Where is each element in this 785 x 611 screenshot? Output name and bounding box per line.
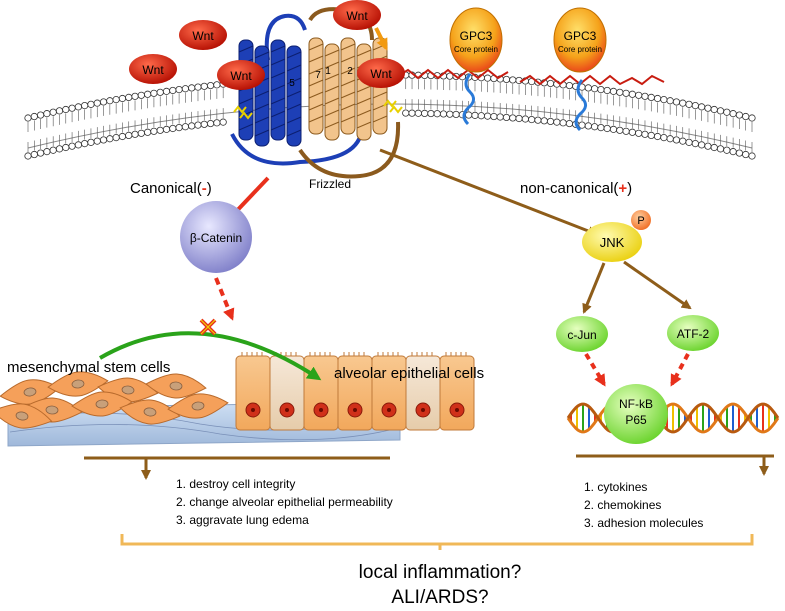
nfkb-line2: P65 — [625, 413, 647, 427]
msc-cell — [71, 391, 133, 417]
right-effect-item: 2. chemokines — [584, 498, 661, 512]
svg-text:Wnt: Wnt — [192, 29, 214, 43]
right-effect-item: 3. adhesion molecules — [584, 516, 703, 530]
right-effect-bar — [576, 454, 774, 476]
arrow-jnk-atf2 — [623, 260, 692, 310]
gpc3-left: GPC3 Core protein — [397, 7, 509, 126]
epithelial-cell — [269, 352, 305, 431]
msc-cell — [167, 393, 229, 419]
beta-catenin-node: β-Catenin — [180, 201, 252, 273]
helix-number: 7 — [315, 70, 321, 81]
epithelial-cell — [235, 352, 271, 431]
blocked-x-icon — [199, 318, 217, 336]
wnt-ligand: Wnt — [179, 20, 227, 50]
canonical-label: Canonical(-) — [130, 180, 212, 197]
dna-helix — [566, 402, 780, 434]
differentiation-arrow — [98, 331, 322, 381]
aec-label: alveolar epithelial cells — [334, 365, 484, 382]
atf2-label: ATF-2 — [677, 327, 710, 341]
left-effects-list: 1. destroy cell integrity 2. change alve… — [176, 477, 393, 527]
right-effects-list: 1. cytokines 2. chemokines 3. adhesion m… — [584, 480, 703, 530]
svg-text:Wnt: Wnt — [142, 63, 164, 77]
mesenchymal-stem-cells — [0, 371, 229, 429]
epithelial-cell — [337, 352, 373, 431]
conclusion-line2: ALI/ARDS? — [391, 587, 488, 608]
left-effect-item: 3. aggravate lung edema — [176, 513, 309, 527]
msc-cell — [0, 403, 53, 429]
wnt-ligand: Wnt — [129, 54, 177, 84]
dashed-arrow-cjun — [584, 352, 606, 387]
non-canonical-arrow — [379, 148, 598, 236]
arrow-jnk-cjun — [582, 262, 606, 314]
jnk-node: JNK P — [582, 210, 651, 262]
cell-membrane — [24, 71, 756, 160]
helix-number: 2 — [347, 66, 353, 77]
svg-text:Wnt: Wnt — [346, 9, 368, 23]
alveolar-epithelial-cells — [235, 352, 475, 431]
gpc3-title: GPC3 — [564, 29, 597, 43]
msc-label: mesenchymal stem cells — [7, 359, 170, 376]
gpc3-title: GPC3 — [460, 29, 493, 43]
wnt-ligand: Wnt — [357, 58, 405, 88]
left-effect-bar — [84, 456, 390, 480]
atf2-node: ATF-2 — [667, 315, 719, 351]
wnt-ligands: Wnt Wnt Wnt Wnt Wnt — [129, 0, 405, 90]
svg-text:Wnt: Wnt — [370, 67, 392, 81]
gpc3-right: GPC3 Core protein — [519, 7, 665, 132]
dashed-arrow-atf2 — [670, 353, 690, 387]
frizzled-label: Frizzled — [309, 177, 351, 191]
msc-cell — [119, 399, 181, 425]
membrane-inner-heads — [24, 99, 756, 160]
bracket — [120, 534, 754, 550]
msc-cell — [47, 371, 109, 397]
nfkb-line1: NF-kB — [619, 397, 653, 411]
left-effect-item: 2. change alveolar epithelial permeabili… — [176, 495, 393, 509]
wnt-ligand: Wnt — [217, 60, 265, 90]
right-effect-item: 1. cytokines — [584, 480, 647, 494]
left-effect-item: 1. destroy cell integrity — [176, 477, 295, 491]
epithelial-cell — [303, 352, 339, 431]
svg-text:Wnt: Wnt — [230, 69, 252, 83]
gpc3-subtitle: Core protein — [558, 45, 602, 54]
membrane-outer-heads — [24, 71, 756, 132]
binding-arrow — [374, 27, 388, 51]
non-canonical-label: non-canonical(+) — [520, 180, 632, 197]
phospho-label: P — [637, 215, 644, 227]
frizzled-receptor: 4 5 7 1 2 Frizzled — [230, 7, 403, 191]
helix-number: 5 — [289, 78, 295, 89]
epithelial-cell — [371, 352, 407, 431]
nfkb-node: NF-kB P65 — [604, 384, 668, 444]
dashed-arrow-beta-catenin — [214, 277, 235, 321]
gpc3-subtitle: Core protein — [454, 45, 498, 54]
helix-number: 1 — [325, 66, 331, 77]
conclusion-line1: local inflammation? — [359, 562, 522, 583]
beta-catenin-label: β-Catenin — [190, 231, 242, 245]
epithelial-cell — [405, 352, 441, 431]
c-jun-label: c-Jun — [567, 328, 596, 342]
jnk-label: JNK — [600, 235, 625, 250]
c-jun-node: c-Jun — [556, 316, 608, 352]
msc-cell — [145, 373, 207, 399]
wnt-ligand: Wnt — [333, 0, 381, 30]
epithelial-cell — [439, 352, 475, 431]
